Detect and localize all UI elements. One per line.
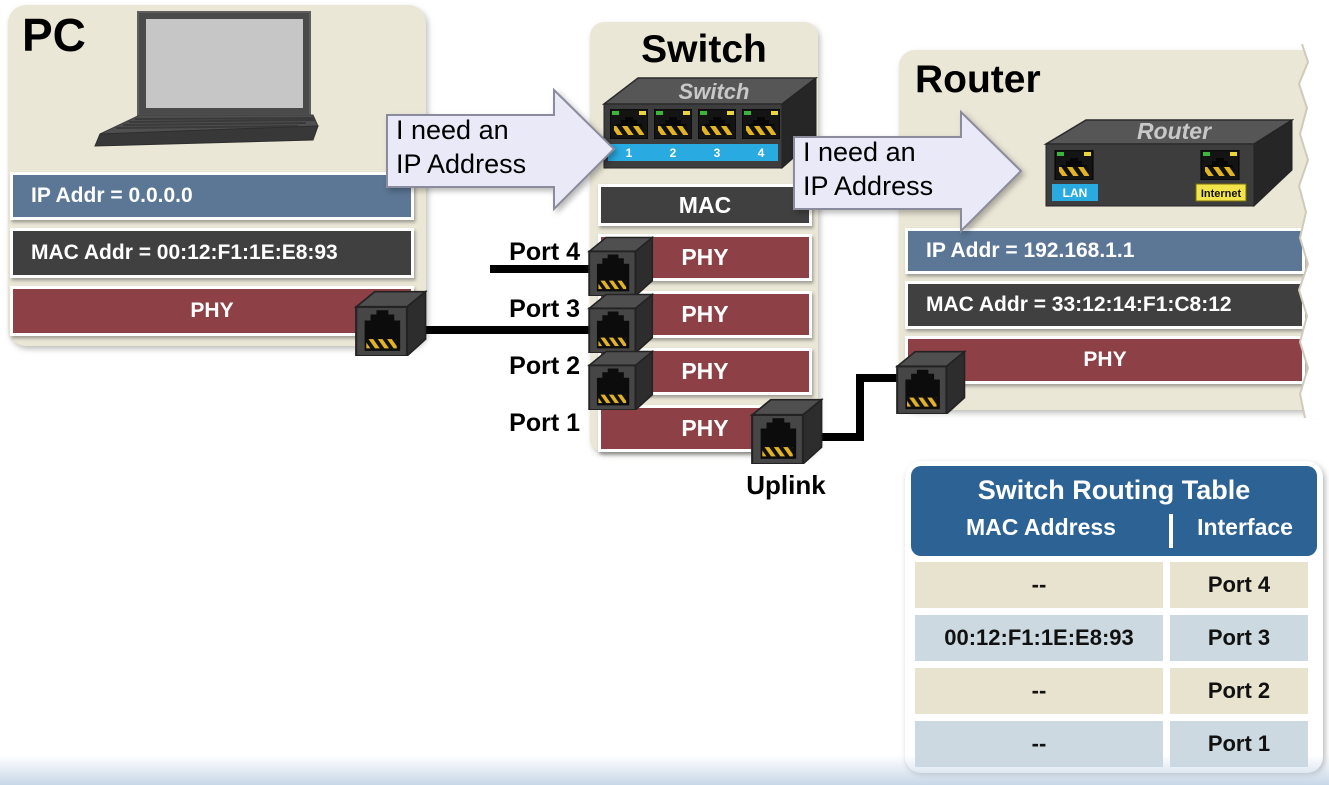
routing-table-header: Switch Routing Table MAC Address Interfa… [911, 466, 1317, 556]
table-cell-mac-row3: -- [915, 668, 1163, 714]
switch-device-label: Switch [679, 79, 750, 104]
column-header-mac: MAC Address [966, 514, 1116, 540]
cable-port4-stub [490, 265, 598, 273]
table-cell-mac-row1: -- [915, 562, 1163, 608]
router-mac-row: MAC Addr = 33:12:14:F1:C8:12 [905, 281, 1305, 329]
port2-label: Port 2 [509, 352, 580, 380]
switch-port-number-4: 4 [758, 146, 765, 160]
port1-label: Port 1 [509, 409, 580, 437]
switch-phy3-text: PHY [681, 301, 729, 327]
cable-uplink-v [856, 374, 864, 441]
router-rj45-icon [892, 350, 968, 414]
router-mac-text: MAC Addr = 33:12:14:F1:C8:12 [926, 293, 1232, 316]
pc-mac-row: MAC Addr = 00:12:F1:1E:E8:93 [10, 228, 414, 278]
column-header-interface: Interface [1197, 514, 1293, 540]
arrow2-text-line1: I need an [803, 137, 916, 167]
pc-title: PC [22, 9, 86, 61]
table-cell-if-row3: Port 2 [1170, 668, 1308, 714]
pc-phy-text: PHY [190, 299, 234, 322]
routing-table-title: Switch Routing Table [977, 475, 1251, 505]
table-cell-if-row1: Port 4 [1170, 562, 1308, 608]
switch-routing-table: Switch Routing Table MAC Address Interfa… [905, 461, 1323, 773]
router-phy-text: PHY [1083, 348, 1127, 371]
switch-port-number-2: 2 [670, 146, 677, 160]
pc-mac-text: MAC Addr = 00:12:F1:1E:E8:93 [31, 241, 338, 264]
arrow-switch-to-router: I need an IP Address [793, 109, 1023, 235]
table-cell-if-row2: Port 3 [1170, 615, 1308, 661]
switch-port4-rj45-icon [583, 236, 657, 296]
pc-ip-row: IP Addr = 0.0.0.0 [10, 172, 414, 220]
switch-port-number-3: 3 [714, 146, 721, 160]
port3-label: Port 3 [509, 295, 580, 323]
router-ip-row: IP Addr = 192.168.1.1 [905, 228, 1305, 274]
switch-mac-text: MAC [678, 191, 732, 218]
uplink-label: Uplink [746, 470, 826, 500]
router-device-label: Router [1137, 118, 1212, 144]
arrow2-text-line2: IP Address [803, 171, 934, 201]
cable-uplink-h2 [856, 374, 900, 382]
laptop-icon [94, 11, 319, 147]
switch-port3-rj45-icon [583, 293, 657, 353]
switch-mac-row: MAC [598, 184, 812, 226]
pc-ip-text: IP Addr = 0.0.0.0 [31, 184, 193, 207]
switch-phy4-text: PHY [681, 244, 729, 270]
switch-device-icon: Switch 1 2 3 4 [601, 76, 818, 170]
router-internet-label: Internet [1201, 188, 1242, 200]
cable-uplink-h1 [818, 433, 864, 441]
switch-phy1-text: PHY [681, 415, 729, 441]
router-device-icon: Router LAN Internet [1043, 118, 1294, 208]
table-cell-mac-row2: 00:12:F1:1E:E8:93 [915, 615, 1163, 661]
router-lan-label: LAN [1063, 186, 1088, 200]
switch-port2-rj45-icon [583, 350, 657, 410]
switch-port-number-1: 1 [626, 146, 633, 160]
arrow-pc-to-switch: I need an IP Address [386, 87, 616, 213]
bottom-gradient [0, 755, 1329, 785]
arrow1-text-line1: I need an [396, 115, 509, 145]
uplink-rj45-icon [746, 398, 826, 464]
pc-phy-row: PHY [10, 286, 414, 336]
router-title: Router [915, 58, 1041, 101]
port4-label: Port 4 [509, 238, 580, 266]
switch-phy2-text: PHY [681, 358, 729, 384]
cable-pc-to-port3 [424, 326, 602, 334]
column-divider [1169, 514, 1173, 548]
switch-title: Switch [641, 28, 767, 71]
pc-rj45-connector-icon [350, 290, 430, 356]
arrow1-text-line2: IP Address [396, 149, 527, 179]
router-ip-text: IP Addr = 192.168.1.1 [926, 239, 1135, 262]
router-phy-row: PHY [905, 336, 1305, 384]
torn-edge [1297, 44, 1329, 418]
